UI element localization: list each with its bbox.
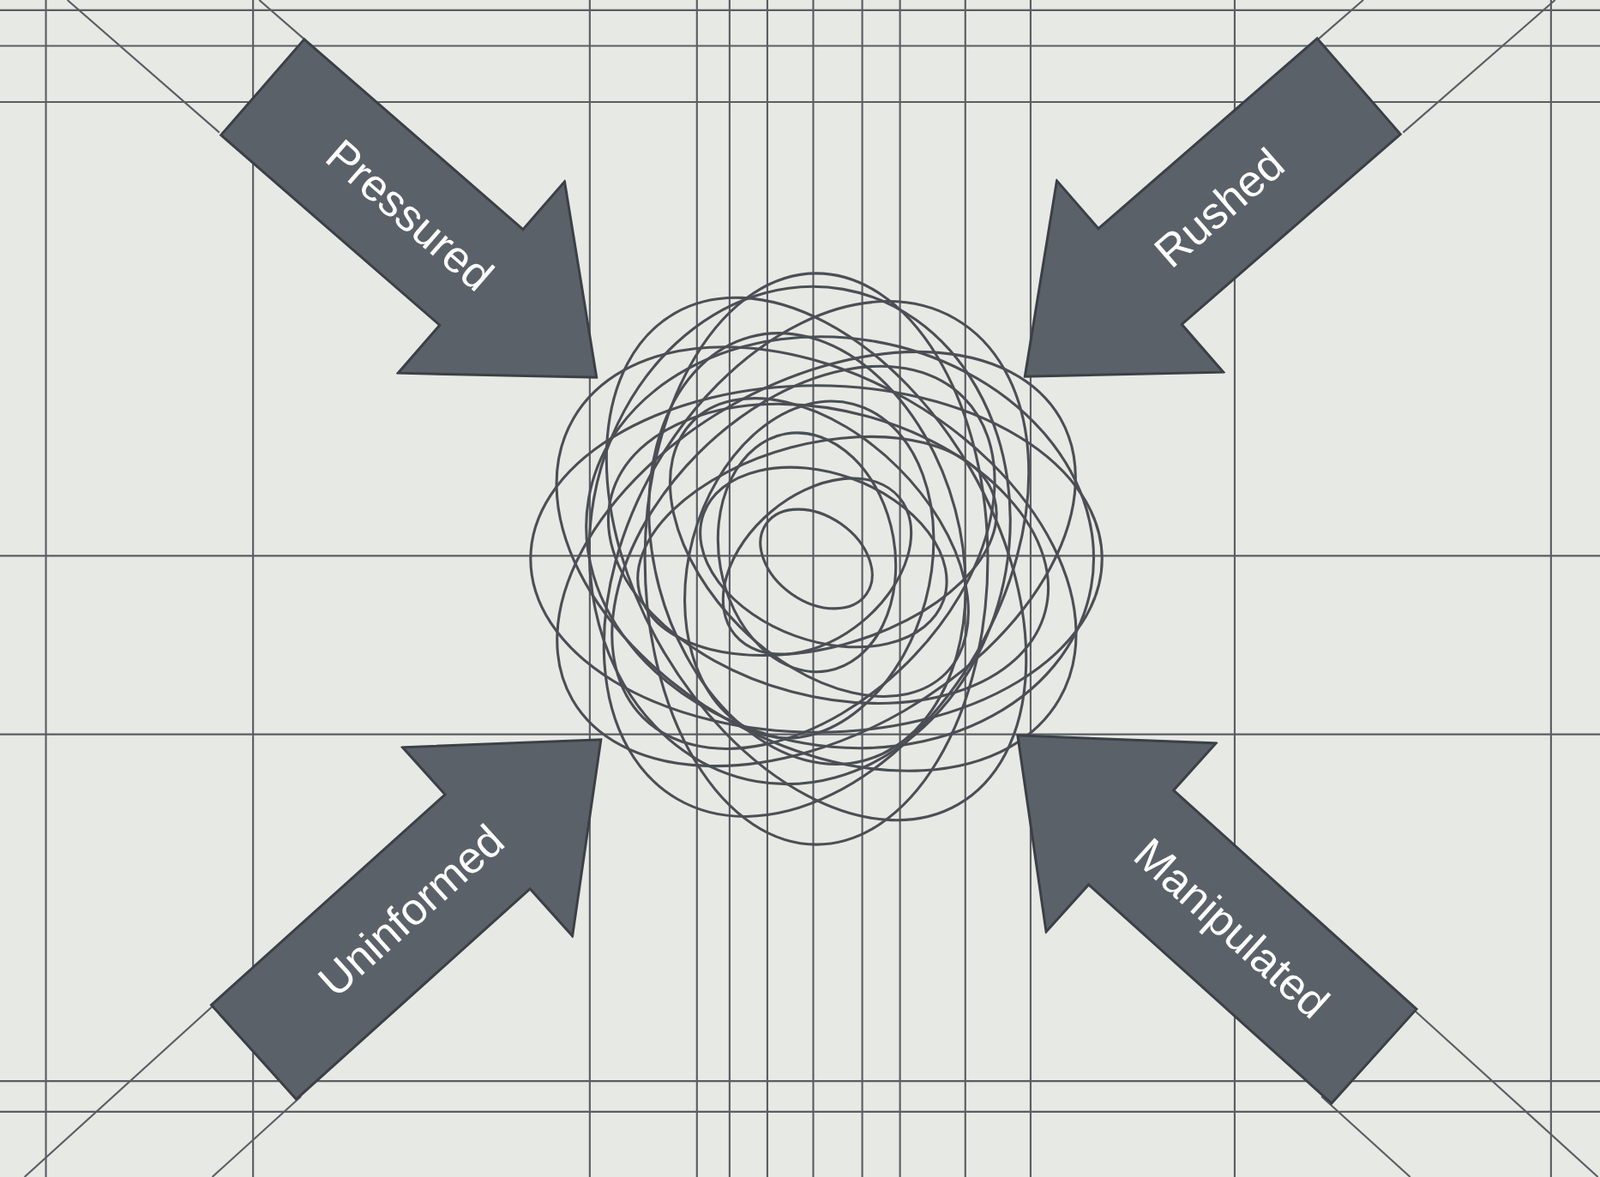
arrow-polygon xyxy=(941,0,1443,473)
arrow-shape: Manipulated xyxy=(930,638,1462,1154)
arrow-shape: Pressured xyxy=(176,0,682,476)
arrow-shape: Rushed xyxy=(938,0,1444,476)
arrow-polygon xyxy=(932,641,1460,1151)
arrow-polygon xyxy=(179,0,680,474)
arrow-shape: Uninformed xyxy=(166,643,689,1149)
arrow-polygon xyxy=(168,645,686,1148)
